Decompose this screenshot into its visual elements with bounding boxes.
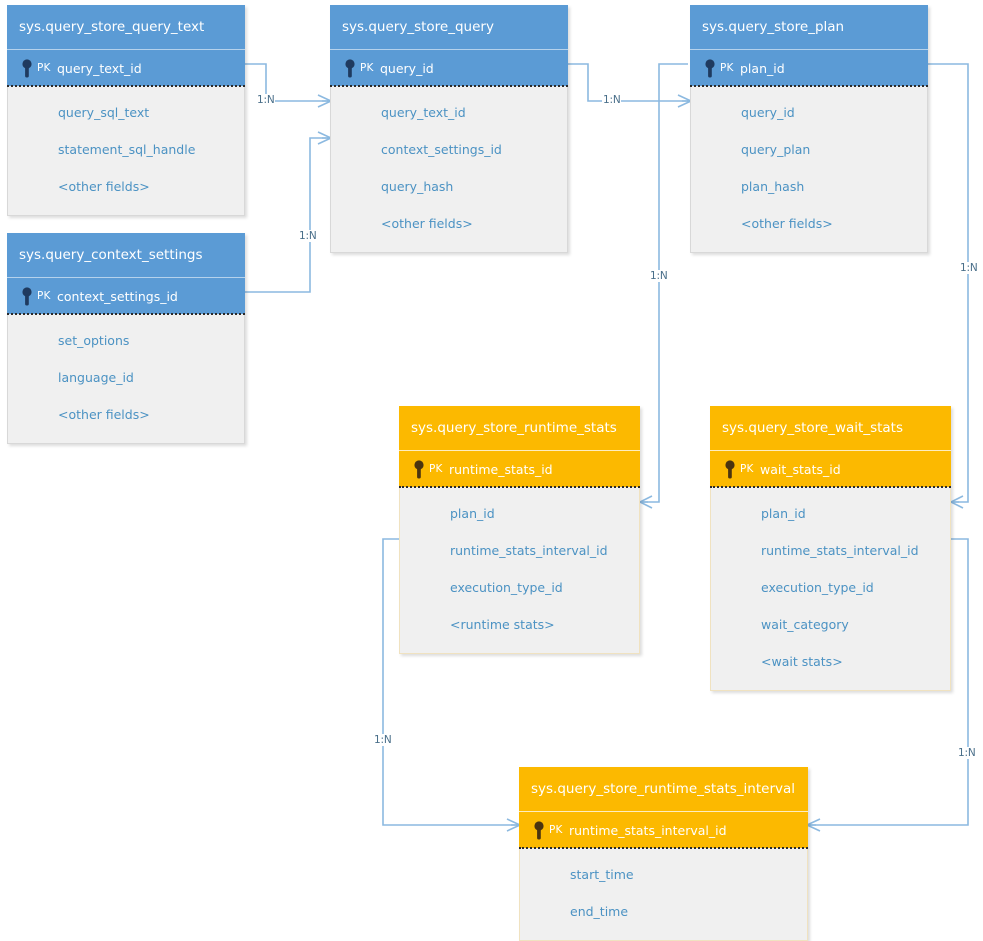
pk-field-name: runtime_stats_id bbox=[449, 462, 553, 477]
entity-field: plan_id bbox=[761, 506, 806, 521]
entity-field: execution_type_id bbox=[761, 580, 874, 595]
cardinality-label: 1:N bbox=[256, 94, 276, 106]
pk-field-name: wait_stats_id bbox=[760, 462, 841, 477]
entity-field-list: plan_id runtime_stats_interval_id execut… bbox=[710, 487, 951, 691]
entity-primary-key-row[interactable]: PK context_settings_id bbox=[7, 277, 245, 315]
entity-field: end_time bbox=[570, 904, 629, 919]
pk-badge: PK bbox=[37, 62, 51, 74]
cardinality-label: 1:N bbox=[649, 270, 669, 282]
pk-badge: PK bbox=[360, 62, 374, 74]
pk-badge: PK bbox=[740, 463, 754, 475]
entity-field: plan_id bbox=[450, 506, 495, 521]
entity-field: execution_type_id bbox=[450, 580, 563, 595]
entity-title: sys.query_store_query bbox=[330, 5, 568, 49]
key-icon bbox=[22, 287, 32, 306]
pk-badge: PK bbox=[37, 290, 51, 302]
pk-divider bbox=[690, 85, 928, 87]
entity-field: query_sql_text bbox=[58, 105, 150, 120]
relationship-context-settings-to-query bbox=[245, 131, 333, 293]
entity-query-store-query-text[interactable]: sys.query_store_query_text PK query_text… bbox=[7, 5, 245, 216]
key-icon bbox=[705, 59, 715, 78]
entity-title: sys.query_store_query_text bbox=[7, 5, 245, 49]
entity-field: set_options bbox=[58, 333, 130, 348]
entity-query-store-wait-stats[interactable]: sys.query_store_wait_stats PK wait_stats… bbox=[710, 406, 951, 691]
entity-title: sys.query_store_plan bbox=[690, 5, 928, 49]
key-icon bbox=[725, 460, 735, 479]
entity-query-store-query[interactable]: sys.query_store_query PK query_id query_… bbox=[330, 5, 568, 253]
entity-query-store-plan[interactable]: sys.query_store_plan PK plan_id query_id… bbox=[690, 5, 928, 253]
pk-badge: PK bbox=[429, 463, 443, 475]
cardinality-label: 1:N bbox=[298, 230, 318, 242]
entity-field: <other fields> bbox=[58, 407, 150, 422]
entity-primary-key-row[interactable]: PK query_id bbox=[330, 49, 568, 87]
relationship-plan-to-runtime-stats bbox=[638, 63, 688, 509]
entity-field: statement_sql_handle bbox=[58, 142, 196, 157]
entity-title: sys.query_store_runtime_stats_interval bbox=[519, 767, 808, 811]
entity-field: runtime_stats_interval_id bbox=[761, 543, 919, 558]
pk-field-name: query_text_id bbox=[57, 61, 142, 76]
entity-field-list: set_options language_id <other fields> bbox=[7, 314, 245, 444]
entity-field: wait_category bbox=[761, 617, 849, 632]
pk-field-name: runtime_stats_interval_id bbox=[569, 823, 727, 838]
entity-field: query_plan bbox=[741, 142, 811, 157]
entity-title: sys.query_store_wait_stats bbox=[710, 406, 951, 450]
entity-query-store-runtime-stats-interval[interactable]: sys.query_store_runtime_stats_interval P… bbox=[519, 767, 808, 941]
entity-field: language_id bbox=[58, 370, 134, 385]
entity-field: <other fields> bbox=[381, 216, 473, 231]
entity-primary-key-row[interactable]: PK wait_stats_id bbox=[710, 450, 951, 488]
pk-field-name: plan_id bbox=[740, 61, 785, 76]
entity-field: plan_hash bbox=[741, 179, 805, 194]
key-icon bbox=[414, 460, 424, 479]
pk-badge: PK bbox=[720, 62, 734, 74]
key-icon bbox=[534, 821, 544, 840]
pk-divider bbox=[519, 847, 808, 849]
entity-field: <other fields> bbox=[741, 216, 833, 231]
entity-field: <runtime stats> bbox=[450, 617, 555, 632]
cardinality-label: 1:N bbox=[602, 94, 622, 106]
entity-title: sys.query_store_runtime_stats bbox=[399, 406, 640, 450]
entity-field: query_id bbox=[741, 105, 795, 120]
entity-field: runtime_stats_interval_id bbox=[450, 543, 608, 558]
relationship-query-to-plan bbox=[568, 63, 693, 108]
pk-divider bbox=[7, 85, 245, 87]
cardinality-label: 1:N bbox=[959, 262, 979, 274]
entity-field-list: plan_id runtime_stats_interval_id execut… bbox=[399, 487, 640, 654]
entity-primary-key-row[interactable]: PK plan_id bbox=[690, 49, 928, 87]
pk-badge: PK bbox=[549, 824, 563, 836]
entity-field: <wait stats> bbox=[761, 654, 843, 669]
pk-divider bbox=[710, 486, 951, 488]
pk-divider bbox=[330, 85, 568, 87]
pk-field-name: context_settings_id bbox=[57, 289, 178, 304]
entity-query-context-settings[interactable]: sys.query_context_settings PK context_se… bbox=[7, 233, 245, 444]
entity-primary-key-row[interactable]: PK query_text_id bbox=[7, 49, 245, 87]
entity-title: sys.query_context_settings bbox=[7, 233, 245, 277]
cardinality-label: 1:N bbox=[957, 747, 977, 759]
entity-field: query_hash bbox=[381, 179, 454, 194]
entity-field-list: query_text_id context_settings_id query_… bbox=[330, 86, 568, 253]
entity-field: <other fields> bbox=[58, 179, 150, 194]
entity-primary-key-row[interactable]: PK runtime_stats_interval_id bbox=[519, 811, 808, 849]
entity-query-store-runtime-stats[interactable]: sys.query_store_runtime_stats PK runtime… bbox=[399, 406, 640, 654]
entity-field: query_text_id bbox=[381, 105, 466, 120]
pk-field-name: query_id bbox=[380, 61, 434, 76]
key-icon bbox=[22, 59, 32, 78]
entity-primary-key-row[interactable]: PK runtime_stats_id bbox=[399, 450, 640, 488]
key-icon bbox=[345, 59, 355, 78]
entity-field-list: start_time end_time bbox=[519, 848, 808, 941]
pk-divider bbox=[7, 313, 245, 315]
pk-divider bbox=[399, 486, 640, 488]
entity-field-list: query_id query_plan plan_hash <other fie… bbox=[690, 86, 928, 253]
entity-field: context_settings_id bbox=[381, 142, 502, 157]
entity-field-list: query_sql_text statement_sql_handle <oth… bbox=[7, 86, 245, 216]
entity-field: start_time bbox=[570, 867, 634, 882]
cardinality-label: 1:N bbox=[373, 734, 393, 746]
